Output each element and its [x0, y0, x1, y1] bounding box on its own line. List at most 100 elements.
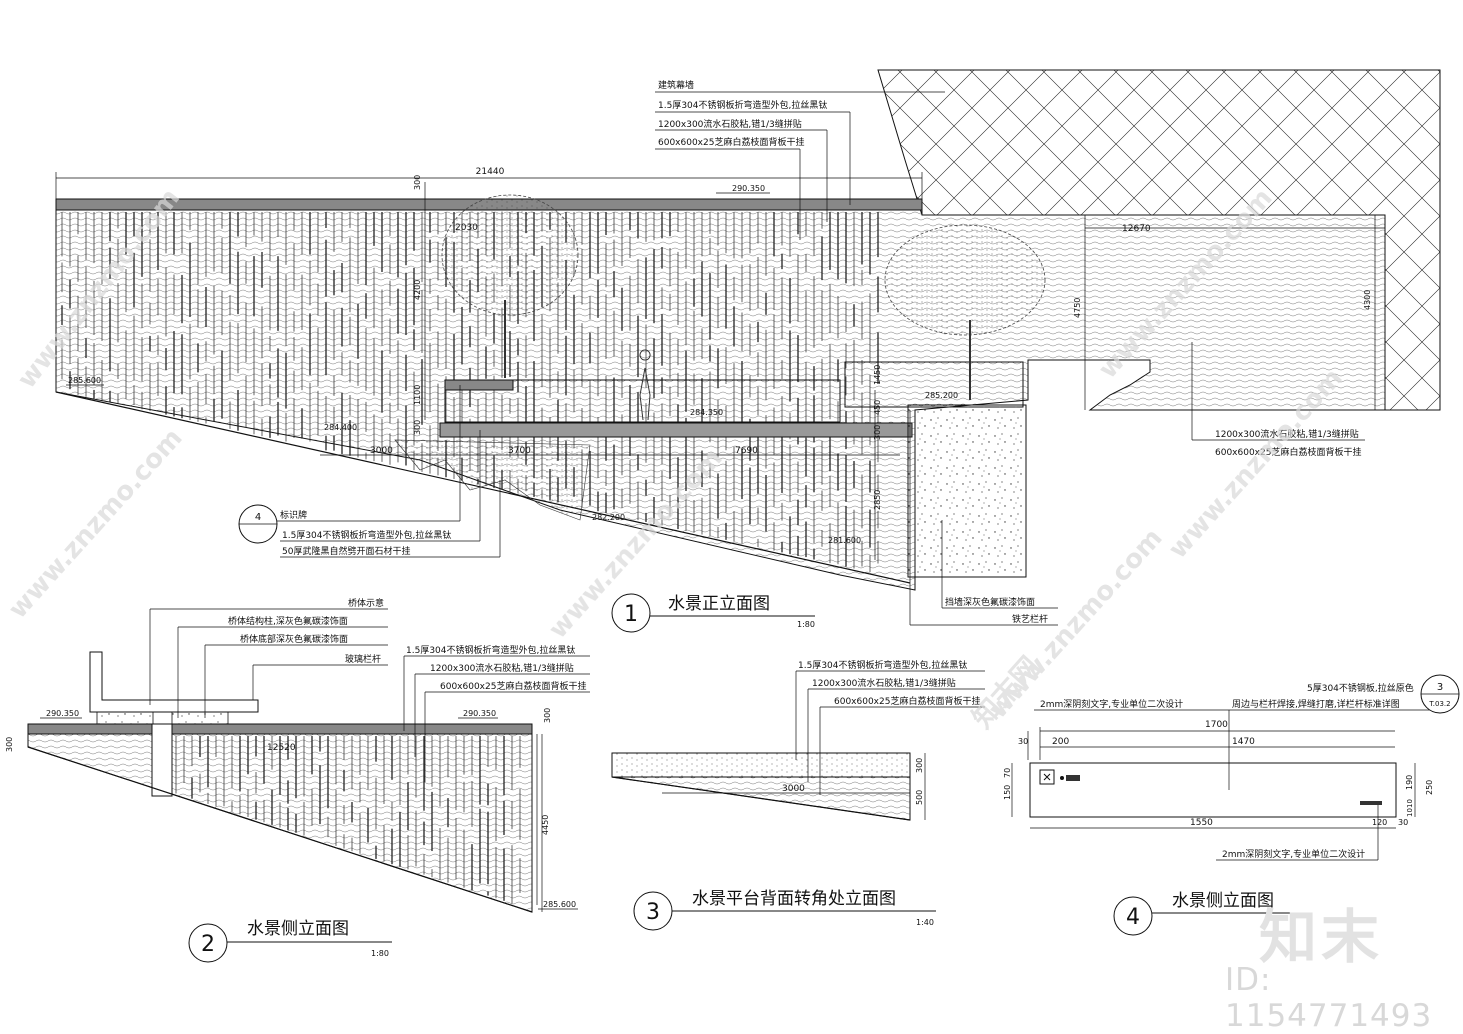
- detail-ref-3-sheet: T.03.2: [1428, 700, 1450, 708]
- elev-d: 282.200: [592, 513, 625, 522]
- tree-1: [441, 194, 579, 378]
- dim-v3-w: 3000: [782, 784, 805, 794]
- elev-a: 284.400: [324, 423, 357, 432]
- side-coping: [27, 723, 533, 735]
- dim-v4-30b: 30: [1398, 818, 1408, 827]
- dimension-lines: [55, 172, 1385, 560]
- note-v4-text-top: 2mm深阴刻文字,专业单位二次设计: [1040, 698, 1183, 710]
- leaders-v4: [1011, 709, 1434, 861]
- dim-v4-1700: 1700: [1205, 720, 1228, 730]
- bridge-base-right: [171, 711, 229, 725]
- dim-v2-h: 4450: [541, 815, 550, 835]
- note-curtain-wall: 建筑幕墙: [658, 79, 694, 91]
- view-number-bubble-4: [1113, 896, 1153, 936]
- dim-d3: 1450: [873, 365, 882, 385]
- elev-v2-right: 290.350: [463, 709, 496, 718]
- dim-v4-250: 250: [1425, 780, 1434, 795]
- image-id-label: ID: 1154771493: [1225, 962, 1433, 1034]
- note-sign-stone: 50厚武隆黑自然劈开面石材干挂: [282, 545, 410, 557]
- dim-v4-190: 190: [1405, 775, 1414, 790]
- elev-v2-left: 290.350: [46, 709, 79, 718]
- bridge-gap: [151, 723, 173, 797]
- note-sign: 标识牌: [280, 509, 307, 521]
- view-scale-2: 1:80: [371, 949, 389, 958]
- note-bridge-bottom: 桥体底部深灰色氟碳漆饰面: [240, 633, 348, 645]
- note-v2-steel: 1.5厚304不锈钢板折弯造型外包,拉丝黑钛: [406, 644, 575, 656]
- note-iron-railing: 铁艺栏杆: [1012, 613, 1048, 625]
- bridge-base-left: [96, 711, 154, 725]
- leaders-v2: [149, 608, 590, 905]
- note-v3-stone: 1200x300流水石胶粘,错1/3缝拼贴: [812, 677, 956, 689]
- view-number-bubble-1: [611, 593, 651, 633]
- sign-maker-mark: [1360, 801, 1382, 805]
- detail-ref-3: 3: [1437, 682, 1443, 693]
- note-v2-panel: 600x600x25芝麻白荔枝面背板干挂: [440, 680, 586, 692]
- note-back-panel: 600x600x25芝麻白荔枝面背板干挂: [658, 136, 804, 148]
- dim-h-right2: 4300: [1363, 290, 1372, 310]
- dim-v4-30: 30: [1018, 737, 1028, 746]
- dim-v4-70: 70: [1003, 768, 1012, 778]
- note-sign-clad: 1.5厚304不锈钢板折弯造型外包,拉丝黑钛: [282, 529, 451, 541]
- human-figure: [639, 349, 651, 421]
- view-4-sign-elevation: 3 T.03.2 5厚304不锈钢板,拉丝原色 周边与栏杆焊接,焊缝打磨,详栏杆…: [1003, 674, 1460, 936]
- dim-d4: 450: [873, 400, 882, 415]
- dim-v4-200: 200: [1052, 737, 1069, 747]
- dim-v4-10b: 10: [1406, 808, 1414, 817]
- view-number-2: 2: [201, 932, 215, 957]
- dim-d7: 7690: [735, 446, 758, 456]
- dim-w-right: 12670: [1122, 224, 1151, 234]
- view-3-corner-elevation: 1.5厚304不锈钢板折弯造型外包,拉丝黑钛 1200x300流水石胶粘,错1/…: [611, 659, 985, 931]
- dim-v4-120: 120: [1372, 818, 1387, 827]
- dim-d5: 3000: [370, 446, 393, 456]
- note-bridge: 桥体示意: [348, 597, 384, 609]
- detail-ref-number: 4: [255, 512, 261, 523]
- sign-plate: [1029, 762, 1397, 818]
- view-scale-1: 1:80: [797, 620, 815, 629]
- view-2-side-elevation: 桥体示意 桥体结构柱,深灰色氟碳漆饰面 桥体底部深灰色氟碳漆饰面 玻璃栏杆 1.…: [5, 597, 590, 963]
- brand-watermark: 知末: [1258, 903, 1383, 971]
- leaders-v1-top: [655, 91, 945, 240]
- dim-d6: 3700: [508, 446, 531, 456]
- leaders-v1-right: [1191, 342, 1365, 441]
- ground-slope: [55, 391, 911, 584]
- elev-left: 285.600: [68, 376, 101, 385]
- dim-h2: 4200: [413, 280, 422, 300]
- sign-logo-icon: [1039, 769, 1080, 785]
- note-v2-stone: 1200x300流水石胶粘,错1/3缝拼贴: [430, 662, 574, 674]
- view-scale-3: 1:40: [916, 918, 934, 927]
- dim-d1: 1100: [413, 385, 422, 405]
- view-number-1: 1: [624, 602, 638, 627]
- dim-overall: 21440: [476, 167, 505, 177]
- dim-h-right1: 4750: [1073, 298, 1082, 318]
- dim-v3-h2: 500: [915, 790, 924, 805]
- tree-2: [884, 224, 1046, 400]
- view-number-3: 3: [646, 900, 660, 925]
- note-v4-text-bottom: 2mm深阴刻文字,专业单位二次设计: [1222, 848, 1365, 860]
- elev-top: 290.350: [732, 184, 765, 193]
- note-v4-weld: 周边与栏杆焊接,焊缝打磨,详栏杆标准详图: [1232, 698, 1400, 710]
- sign-board: [444, 379, 514, 391]
- dim-top: 300: [413, 175, 422, 190]
- corner-coping: [611, 752, 911, 778]
- note-v3-steel: 1.5厚304不锈钢板折弯造型外包,拉丝黑钛: [798, 659, 967, 671]
- note-flow-stone: 1200x300流水石胶粘,错1/3缝拼贴: [658, 118, 802, 130]
- elev-c: 285.200: [925, 391, 958, 400]
- dim-v4-1550: 1550: [1190, 818, 1213, 828]
- note-steel-clad: 1.5厚304不锈钢板折弯造型外包,拉丝黑钛: [658, 99, 827, 111]
- elev-b: 284.350: [690, 408, 723, 417]
- elev-v2-bottom: 285.600: [543, 900, 576, 909]
- dim-v2-300a: 300: [5, 737, 14, 752]
- leaders-v1-bottom: [277, 385, 501, 558]
- dim-v2-300b: 300: [543, 708, 552, 723]
- view-title-4: 水景侧立面图: [1172, 891, 1274, 911]
- dim-v4-1470: 1470: [1232, 737, 1255, 747]
- view-title-1: 水景正立面图: [668, 594, 770, 614]
- dim-v4-150: 150: [1003, 785, 1012, 800]
- view-1-front-elevation: 21440 300 2030 4200 12670 4750 4300 1100…: [55, 69, 1441, 633]
- view-title-2: 水景侧立面图: [247, 919, 349, 939]
- dim-v4-10a: 10: [1406, 799, 1414, 808]
- dim-h1: 2030: [455, 223, 478, 233]
- rock-outcrop: [394, 439, 591, 521]
- watermark-2: www.znzmo.com: [3, 423, 189, 625]
